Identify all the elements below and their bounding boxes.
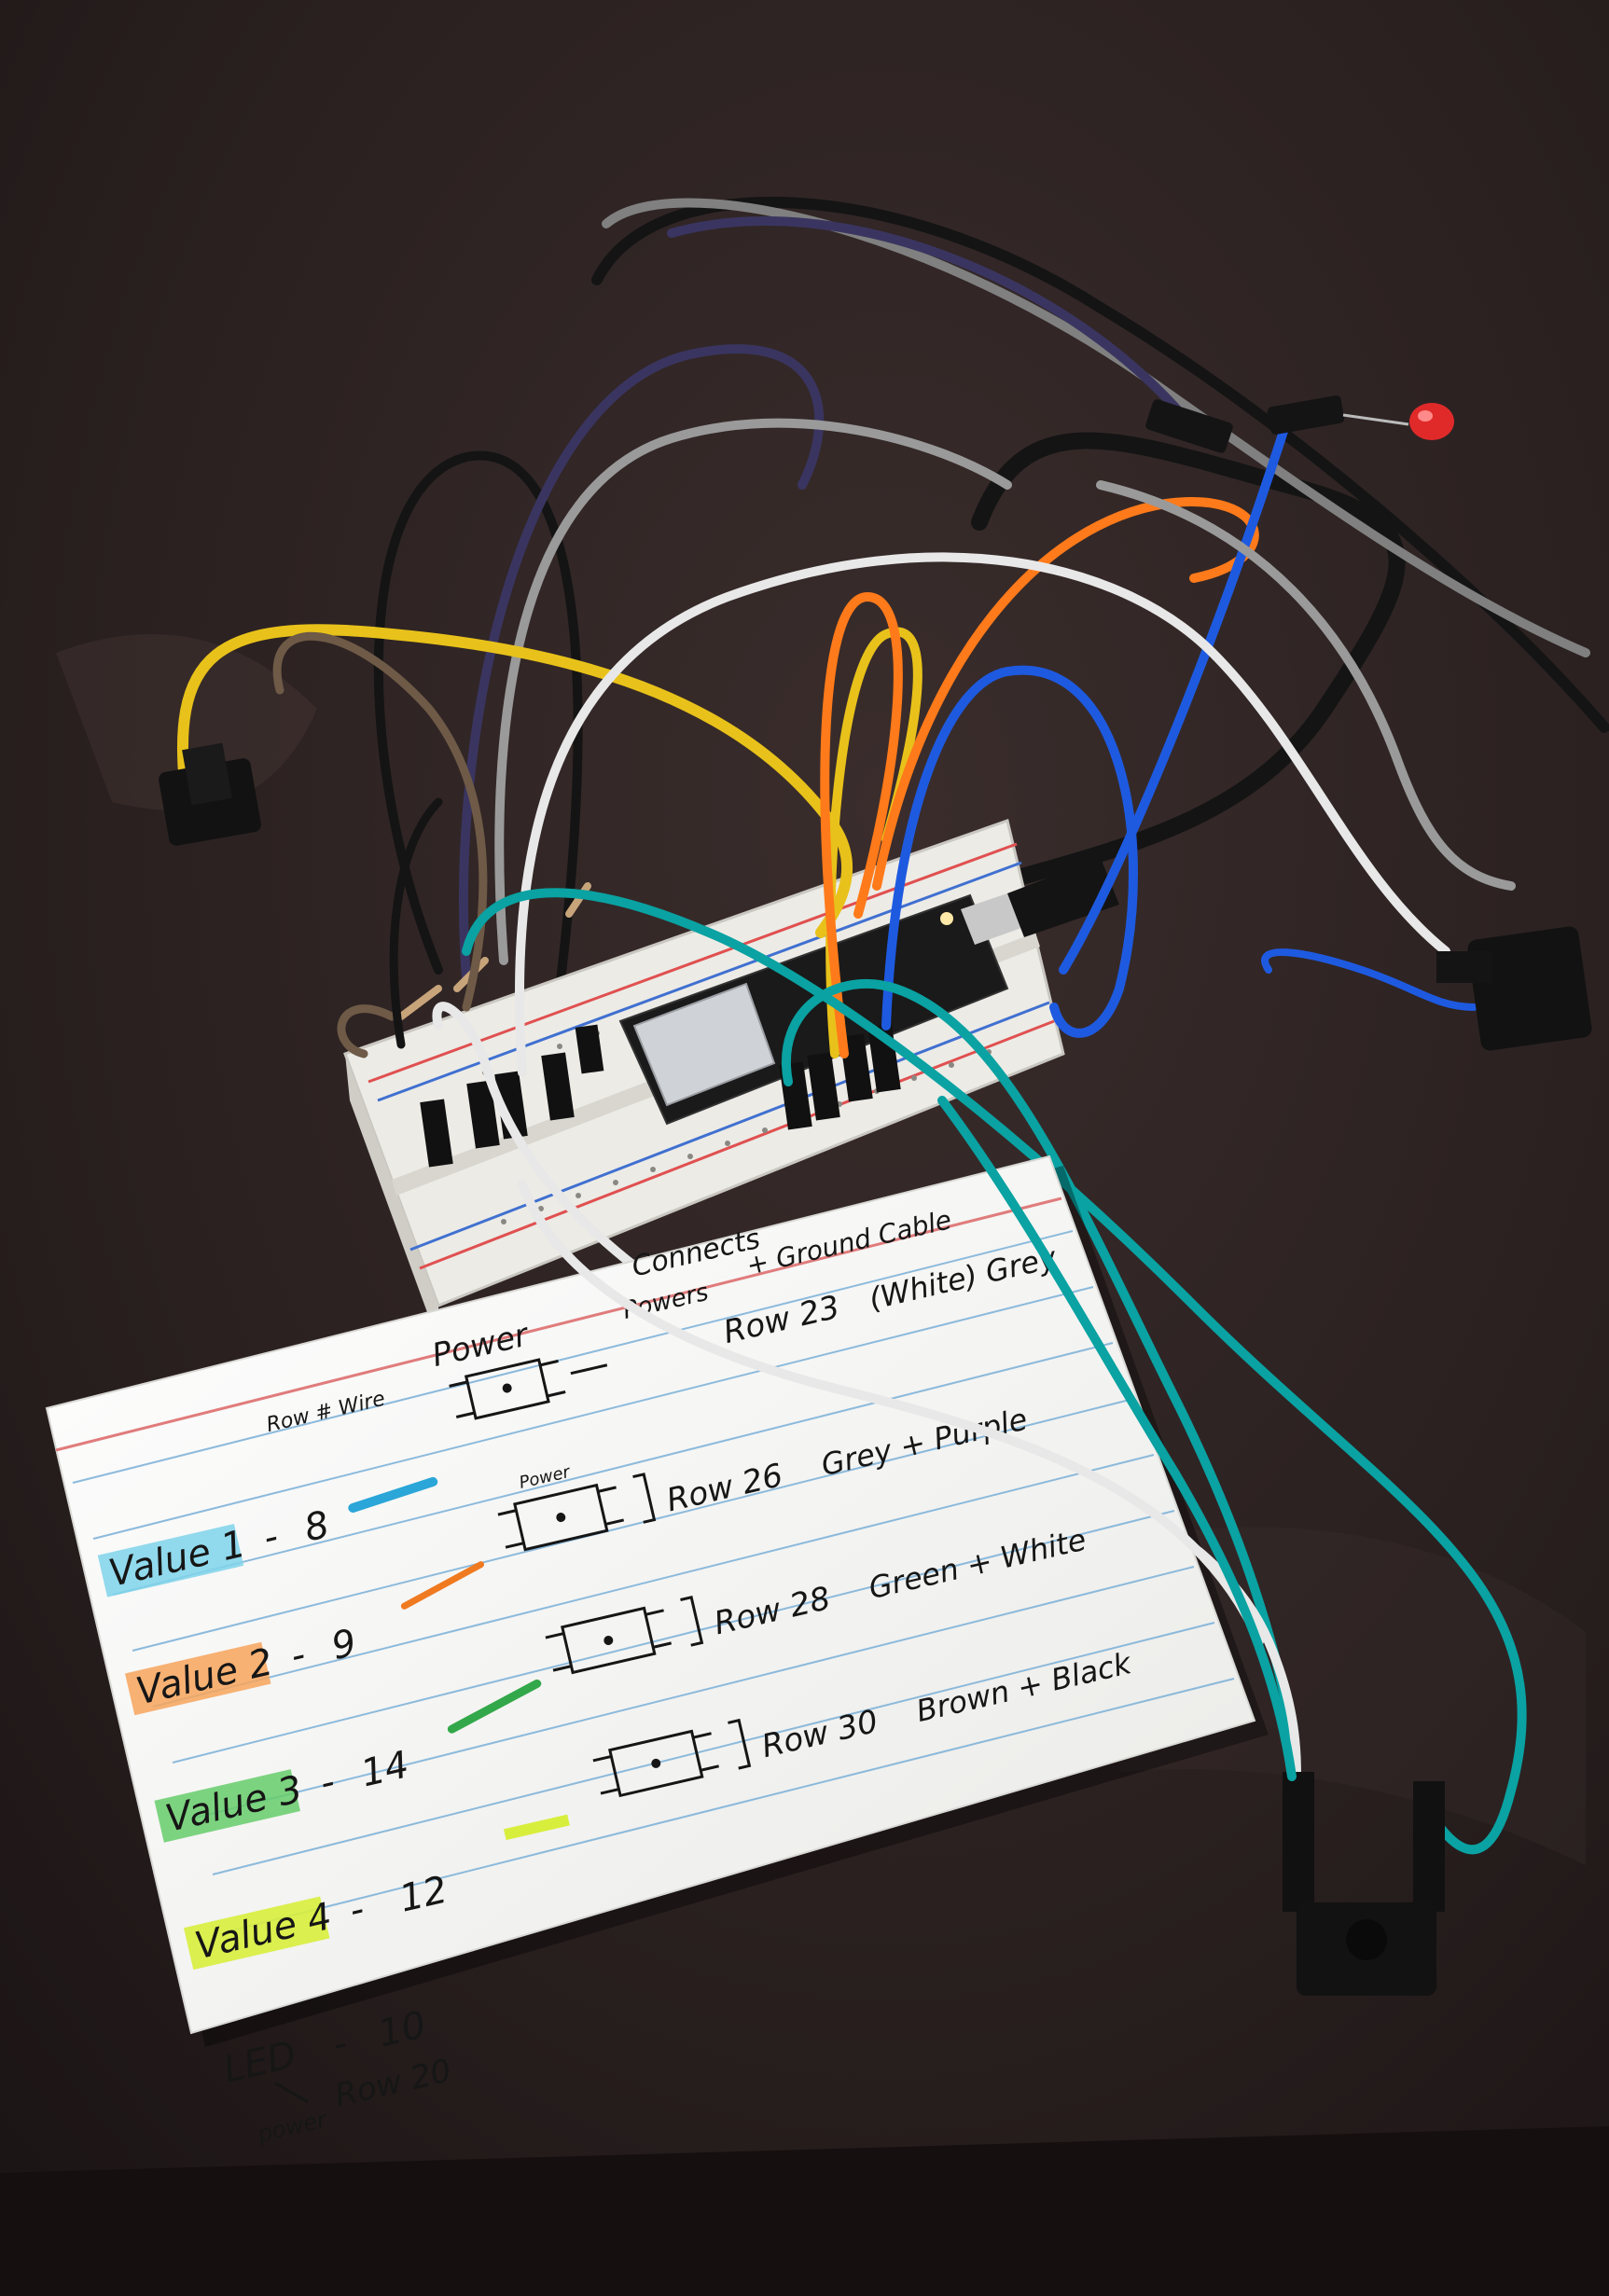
value-1-wire-mark bbox=[348, 1476, 438, 1513]
breadboard-rail-blue bbox=[409, 1001, 1050, 1252]
wire-yellow bbox=[176, 624, 853, 938]
wire-teal bbox=[782, 978, 1301, 1777]
status-led bbox=[940, 912, 953, 925]
wire-grey bbox=[494, 418, 1012, 965]
usb-cable-black bbox=[971, 432, 1406, 894]
button-sketch bbox=[449, 1358, 608, 1420]
table-edge bbox=[0, 2126, 1609, 2296]
wire-blue bbox=[1261, 948, 1477, 1011]
wire-orange bbox=[820, 591, 903, 1058]
wire-white bbox=[518, 1180, 1264, 1646]
wire-blue bbox=[881, 665, 1138, 1038]
usb-plug bbox=[1007, 858, 1119, 937]
red-led bbox=[1409, 403, 1454, 440]
connector-black bbox=[1267, 395, 1345, 435]
back-cables bbox=[373, 196, 1609, 993]
wire-purple bbox=[459, 344, 825, 984]
value-1-highlight bbox=[97, 1524, 244, 1598]
wire-purple bbox=[667, 216, 1199, 434]
wire-teal bbox=[937, 1096, 1297, 1781]
value-3-wire-mark bbox=[447, 1679, 542, 1734]
wire-brown bbox=[337, 1004, 396, 1058]
value-3-highlight bbox=[154, 1769, 300, 1843]
value-4-highlight bbox=[183, 1896, 330, 1971]
table-glare bbox=[1119, 1527, 1586, 1865]
wire-black bbox=[373, 450, 583, 993]
breadboard-side bbox=[345, 1054, 438, 1343]
microcontroller-board bbox=[618, 858, 1119, 1126]
wire-grey bbox=[1096, 480, 1516, 891]
push-button-right bbox=[1436, 926, 1592, 1051]
button-sketch bbox=[497, 1473, 657, 1552]
wire-white bbox=[515, 552, 1450, 1077]
card-ruled-lines bbox=[72, 1230, 1235, 1931]
card-red-rule bbox=[55, 1196, 1062, 1452]
button-sketch bbox=[545, 1595, 704, 1675]
led-pin: 10 bbox=[374, 2003, 430, 2055]
button-sketch bbox=[592, 1718, 752, 1798]
push-button-left bbox=[159, 742, 261, 846]
connector-black bbox=[1145, 399, 1233, 453]
value-2-highlight bbox=[124, 1641, 271, 1716]
wires-over-card bbox=[518, 1096, 1297, 1781]
wire-blue bbox=[1059, 415, 1292, 975]
led-assembly bbox=[1145, 395, 1454, 453]
value-2-wire-mark bbox=[400, 1561, 484, 1610]
red-led-highlight bbox=[1418, 410, 1433, 422]
wire-orange bbox=[872, 497, 1259, 891]
push-button-bottom bbox=[1283, 1772, 1445, 1996]
value-3-pin: 14 bbox=[357, 1743, 413, 1795]
breadboard-rail-red bbox=[419, 1019, 1055, 1270]
value-4-wire-mark bbox=[503, 1814, 570, 1841]
led-leg bbox=[1342, 413, 1409, 426]
wire-teal bbox=[462, 888, 1527, 1855]
led-arrow bbox=[274, 2082, 310, 2104]
usb-c-port bbox=[961, 893, 1021, 945]
value-4-pin: 12 bbox=[395, 1868, 451, 1920]
wifi-module bbox=[632, 982, 776, 1107]
wire-black bbox=[389, 797, 443, 1049]
